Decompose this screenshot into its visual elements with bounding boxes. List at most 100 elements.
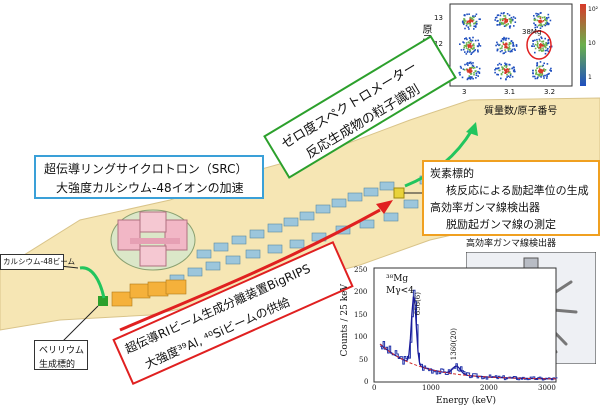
pid-event — [469, 23, 471, 25]
pid-event — [542, 40, 545, 43]
pid-event — [544, 52, 547, 55]
pid-event — [506, 73, 508, 76]
pid-event — [546, 17, 548, 19]
pid-event — [465, 24, 468, 27]
pid-event — [464, 51, 466, 53]
pid-event — [467, 44, 470, 46]
pid-event — [495, 67, 497, 70]
pid-event — [542, 44, 545, 47]
pid-event — [469, 49, 471, 51]
pid-event — [548, 72, 550, 75]
pid-plot-area — [449, 3, 586, 87]
pid-event — [540, 76, 542, 78]
pid-event — [468, 70, 471, 72]
pid-event — [478, 42, 480, 45]
pid-event — [504, 15, 507, 17]
pid-event — [496, 20, 498, 22]
pid-xtick-3.1: 3.1 — [504, 88, 516, 96]
pid-event — [504, 22, 506, 24]
pid-event — [544, 69, 547, 71]
pid-event — [509, 50, 512, 53]
be-label-leader — [61, 305, 99, 343]
pid-event — [504, 63, 507, 66]
pid-event — [505, 66, 508, 69]
pid-event — [542, 20, 545, 22]
pid-event — [508, 63, 510, 66]
pid-event — [464, 38, 466, 40]
pid-event — [469, 61, 472, 64]
src-cyclotron — [110, 209, 196, 271]
pid-event — [544, 37, 546, 40]
pid-event — [466, 63, 468, 65]
pid-event — [509, 71, 511, 73]
pid-event — [500, 23, 503, 25]
pid-event — [507, 50, 510, 52]
pid-event — [542, 75, 545, 77]
pid-event — [460, 67, 462, 69]
pid-event — [536, 40, 539, 43]
pid-event — [473, 22, 475, 25]
pid-event — [503, 68, 505, 70]
pid-event — [478, 44, 480, 46]
pid-event — [472, 19, 475, 21]
spectrum-background — [379, 343, 557, 380]
pid-event — [502, 67, 504, 69]
spec-ytick-250: 250 — [354, 266, 368, 274]
pid-event — [545, 22, 547, 25]
pid-event — [546, 63, 549, 65]
pid-event — [531, 45, 533, 47]
pid-event — [547, 39, 550, 41]
pid-event — [465, 37, 467, 39]
pid-event — [511, 48, 514, 51]
pid-event — [547, 13, 550, 16]
pid-event — [469, 44, 471, 46]
pid-event — [497, 73, 499, 76]
pid-event — [507, 47, 509, 50]
src-line-2: 大強度カルシウム-48イオンの加速 — [56, 181, 244, 195]
pid-event — [463, 69, 466, 71]
pid-event — [465, 43, 468, 46]
pid-event — [475, 72, 478, 74]
pid-event — [498, 44, 500, 47]
pid-event — [509, 48, 511, 50]
pid-event — [477, 50, 479, 53]
pid-event — [541, 40, 543, 43]
pid-event — [533, 22, 535, 25]
pid-event — [470, 72, 473, 75]
pid-event — [506, 13, 509, 15]
pid-event — [477, 45, 479, 48]
pid-event — [469, 16, 471, 19]
pid-event — [503, 36, 505, 39]
pid-event — [466, 22, 468, 25]
pid-event — [534, 24, 537, 27]
pid-event — [536, 44, 539, 47]
pid-event — [510, 16, 513, 19]
pid-event — [496, 67, 498, 70]
pid-event — [465, 53, 468, 55]
pid-event — [467, 68, 469, 71]
pid-event — [542, 49, 545, 52]
be-label-2: 生成標的 — [39, 360, 76, 370]
pid-event — [471, 64, 474, 67]
pid-event — [540, 24, 543, 26]
pid-event — [532, 69, 534, 72]
pid-event — [472, 15, 474, 17]
pid-event — [508, 43, 511, 46]
pid-event — [504, 18, 506, 20]
pid-event — [543, 68, 545, 70]
spec-ytick-100: 100 — [354, 333, 368, 341]
pid-event — [549, 19, 552, 22]
pid-event — [540, 36, 542, 38]
pid-event — [546, 23, 548, 26]
pid-event — [473, 72, 475, 74]
pid-event — [501, 18, 504, 20]
pid-event — [549, 69, 551, 71]
pid-event — [504, 51, 507, 53]
pid-event — [539, 44, 542, 47]
pid-event — [504, 17, 507, 19]
pid-event — [536, 19, 539, 22]
pid-event — [501, 47, 503, 49]
pid-event — [468, 68, 471, 71]
pid-event — [539, 69, 541, 71]
pid-event — [470, 20, 473, 22]
